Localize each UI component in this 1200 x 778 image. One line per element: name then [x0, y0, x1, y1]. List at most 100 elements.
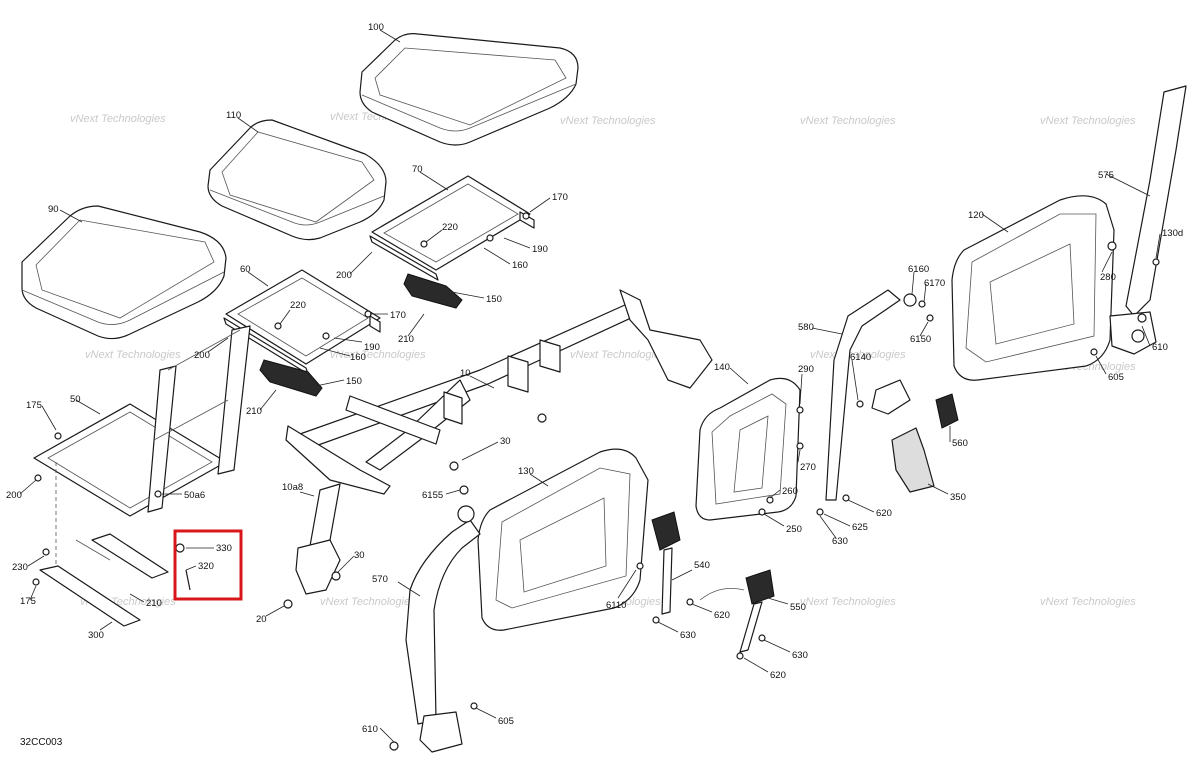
callout-130: 130 [518, 466, 534, 477]
callout-350: 350 [950, 492, 966, 503]
watermark: vNext Technologies [800, 115, 896, 127]
callout-280: 280 [1100, 272, 1116, 283]
callout-605: 605 [1108, 372, 1124, 383]
callout-630: 630 [680, 630, 696, 641]
callout-175: 175 [20, 596, 36, 607]
callout-130d: 130d [1162, 228, 1183, 239]
callout-200: 200 [336, 270, 352, 281]
callout-230: 230 [12, 562, 28, 573]
callout-620: 620 [876, 508, 892, 519]
callout-200: 200 [6, 490, 22, 501]
callout-170: 170 [390, 310, 406, 321]
callout-200: 200 [194, 350, 210, 361]
callout-270: 270 [800, 462, 816, 473]
callout-570: 570 [372, 574, 388, 585]
watermark: vNext Technologies [1040, 115, 1136, 127]
callout-630: 630 [792, 650, 808, 661]
callout-560: 560 [952, 438, 968, 449]
callout-220: 220 [290, 300, 306, 311]
callout-50: 50 [70, 394, 81, 405]
buckle-550 [699, 569, 775, 653]
seat-base-frame-50 [33, 325, 251, 580]
callout-320: 320 [198, 561, 214, 572]
callout-6170: 6170 [924, 278, 945, 289]
watermark: vNext Technologies [320, 596, 416, 608]
callout-90: 90 [48, 204, 59, 215]
callout-190: 190 [364, 342, 380, 353]
callout-620: 620 [714, 610, 730, 621]
callout-160: 160 [350, 352, 366, 363]
callout-210: 210 [398, 334, 414, 345]
slider-150b [259, 359, 323, 397]
watermark: vNext Technologies [570, 349, 666, 361]
callout-260: 260 [782, 486, 798, 497]
callout-6110: 6110 [606, 600, 626, 611]
watermark-layer: vNext Technologies vNext Technologies vN… [70, 111, 1136, 608]
callout-630: 630 [832, 536, 848, 547]
callout-6155: 6155 [422, 490, 443, 501]
watermark: vNext Technologies [800, 596, 896, 608]
callout-110: 110 [226, 110, 241, 121]
callout-100: 100 [368, 22, 384, 33]
watermark: vNext Technologies [330, 349, 426, 361]
seat-cushion-110 [207, 119, 387, 241]
callout-6140: 6140 [850, 352, 871, 363]
seat-main-frame-10 [285, 289, 713, 495]
callout-150: 150 [346, 376, 362, 387]
drawing-code: 32CC003 [20, 737, 63, 748]
callout-labels: 100 110 90 70 170 220 190 160 200 150 60… [6, 22, 1183, 735]
cover-350 [891, 427, 935, 493]
callout-175: 175 [26, 400, 42, 411]
callout-220: 220 [442, 222, 458, 233]
seat-cushion-90 [21, 205, 227, 340]
callout-30: 30 [500, 436, 511, 447]
callout-580: 580 [798, 322, 814, 333]
callout-300: 300 [88, 630, 104, 641]
buckle-540 [651, 511, 681, 615]
hardware-layer [32, 212, 1160, 751]
callout-250: 250 [786, 524, 802, 535]
seat-rails [39, 533, 191, 627]
callout-120: 120 [968, 210, 984, 221]
slider-150a [403, 273, 463, 309]
callout-210: 210 [146, 598, 162, 609]
highlight-box[interactable] [173, 529, 243, 601]
bracket-10a8 [295, 483, 341, 595]
callout-170: 170 [552, 192, 568, 203]
seat-cushion-100 [359, 33, 579, 146]
callout-190: 190 [532, 244, 548, 255]
callout-6150: 6150 [910, 334, 931, 345]
callout-605: 605 [498, 716, 514, 727]
seat-belt-580 [825, 289, 917, 501]
cover-560 [935, 393, 959, 429]
callout-140: 140 [714, 362, 730, 373]
watermark: vNext Technologies [85, 349, 181, 361]
callout-10a8: 10a8 [282, 482, 303, 493]
callout-150: 150 [486, 294, 502, 305]
callout-290: 290 [798, 364, 814, 375]
callout-20: 20 [256, 614, 267, 625]
callout-160: 160 [512, 260, 528, 271]
callout-60: 60 [240, 264, 251, 275]
watermark: vNext Technologies [560, 115, 656, 127]
backrest-120 [951, 195, 1115, 381]
callout-550: 550 [790, 602, 806, 613]
callout-10: 10 [460, 368, 471, 379]
callout-610: 610 [362, 724, 378, 735]
callout-50a6: 50a6 [184, 490, 205, 501]
callout-625: 625 [852, 522, 868, 533]
seat-belt-570 [405, 505, 481, 753]
callout-620: 620 [770, 670, 786, 681]
callout-330: 330 [216, 543, 232, 554]
leader-lines [19, 29, 1161, 743]
callout-30: 30 [354, 550, 365, 561]
callout-575: 575 [1098, 170, 1114, 181]
callout-6160: 6160 [908, 264, 929, 275]
callout-540: 540 [694, 560, 710, 571]
backrest-140 [695, 377, 801, 521]
watermark: vNext Technologies [1040, 596, 1136, 608]
callout-610: 610 [1152, 342, 1168, 353]
callout-210: 210 [246, 406, 262, 417]
watermark: vNext Technologies [70, 113, 166, 125]
